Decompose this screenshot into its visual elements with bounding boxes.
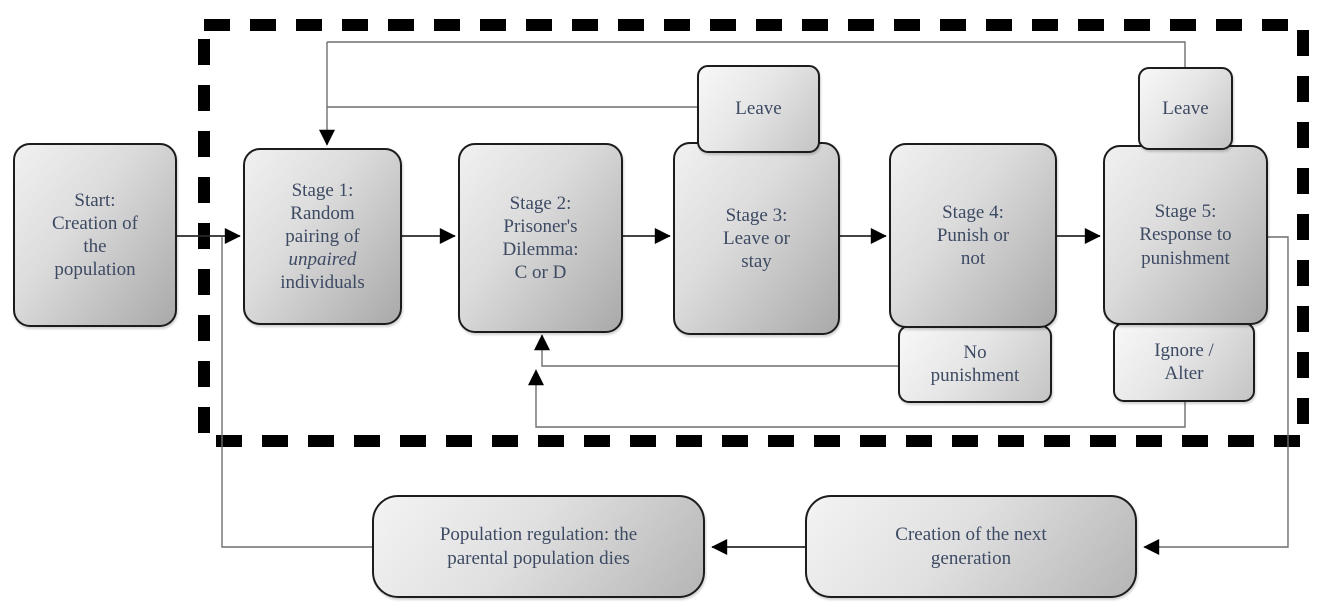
population-regulation-node: Population regulation: the parental popu… bbox=[372, 495, 705, 598]
leave-stage5-label: Leave bbox=[1162, 97, 1209, 119]
population-regulation-label: Population regulation: the parental popu… bbox=[439, 524, 638, 569]
ignore-alter-label: Ignore / Alter bbox=[1154, 339, 1214, 384]
stage5-label: Stage 5: Response to punishment bbox=[1139, 201, 1232, 269]
edge-no-punishment-to-stage2 bbox=[534, 334, 898, 367]
edge-leave-stage5-return bbox=[327, 41, 1186, 67]
stage4-label: Stage 4: Punish or not bbox=[936, 201, 1010, 270]
stage1-node: Stage 1: Random pairing of unpaired indi… bbox=[243, 148, 402, 325]
stage5-node: Stage 5: Response to punishment bbox=[1103, 145, 1268, 325]
stage3-label: Stage 3: Leave or stay bbox=[723, 204, 790, 273]
edge-population-regulation-return bbox=[221, 237, 372, 548]
stage1-label: Stage 1: Random pairing of unpaired indi… bbox=[280, 179, 365, 294]
start-node: Start: Creation of the population bbox=[13, 143, 177, 327]
stage2-label: Stage 2: Prisoner's Dilemma: C or D bbox=[502, 192, 579, 284]
next-generation-node: Creation of the next generation bbox=[805, 495, 1137, 598]
edge-ignore-alter-to-stage2 bbox=[528, 369, 1186, 428]
stage4-node: Stage 4: Punish or not bbox=[889, 143, 1057, 328]
edge-stage5-to-next-generation bbox=[1143, 236, 1289, 555]
dashed-loop-boundary bbox=[198, 19, 1309, 447]
leave-stage5-node: Leave bbox=[1138, 67, 1233, 150]
no-punishment-label: No punishment bbox=[930, 341, 1020, 386]
next-generation-label: Creation of the next generation bbox=[895, 524, 1047, 569]
leave-stage3-label: Leave bbox=[735, 98, 782, 120]
stage2-node: Stage 2: Prisoner's Dilemma: C or D bbox=[458, 143, 623, 333]
stage3-node: Stage 3: Leave or stay bbox=[673, 142, 840, 335]
start-label: Start: Creation of the population bbox=[51, 189, 138, 281]
leave-stage3-node: Leave bbox=[697, 65, 820, 153]
no-punishment-node: No punishment bbox=[898, 325, 1052, 403]
ignore-alter-node: Ignore / Alter bbox=[1113, 322, 1255, 402]
